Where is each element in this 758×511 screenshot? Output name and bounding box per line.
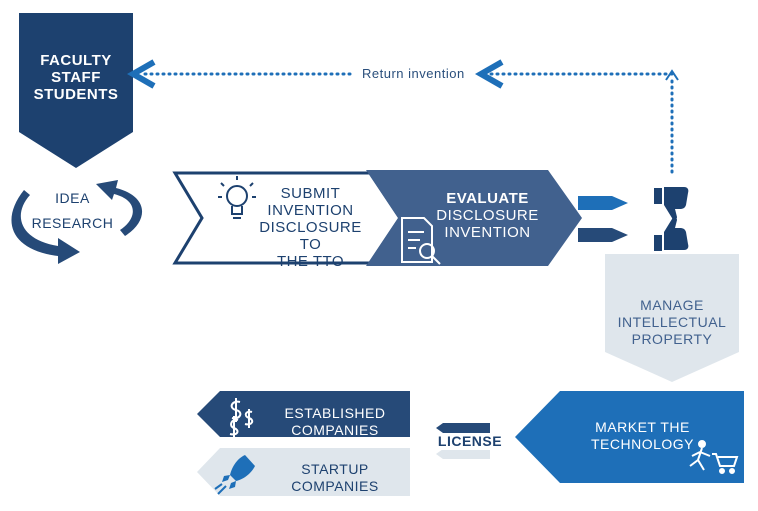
reject-arrow [578, 196, 628, 210]
manage-line-3: PROPERTY [631, 331, 713, 347]
market-label: MARKET THE TECHNOLOGY [575, 419, 710, 453]
evaluate-line-2: DISCLOSURE [436, 207, 539, 224]
manage-line-2: INTELLECTUAL [617, 314, 727, 330]
dollar-icon [229, 398, 254, 438]
return-path [142, 74, 674, 174]
return-arrow-up [665, 69, 679, 81]
manage-line-1: MANAGE [640, 297, 704, 313]
cycle-label: IDEA RESEARCH [25, 190, 120, 232]
startup-line-1: STARTUP [301, 461, 369, 477]
license-arrow-bottom [436, 449, 490, 459]
runner-cart-icon [689, 440, 739, 474]
established-shape [197, 391, 410, 437]
established-line-2: COMPANIES [291, 422, 379, 438]
license-arrow-top [436, 423, 490, 433]
market-shape [515, 391, 744, 483]
return-label: Return invention [358, 66, 469, 81]
established-label: ESTABLISHED COMPANIES [270, 405, 400, 439]
evaluate-label: EVALUATE DISCLOSURE INVENTION [425, 190, 550, 241]
people-line-2: STAFF [51, 69, 101, 86]
people-line-1: FACULTY [40, 52, 112, 69]
people-label: FACULTY STAFF STUDENTS [19, 52, 133, 103]
lightbulb-icon [218, 176, 256, 219]
people-banner [19, 13, 133, 168]
accept-arrow [578, 228, 628, 242]
evaluate-line-3: INVENTION [444, 224, 531, 241]
market-line-2: TECHNOLOGY [590, 436, 694, 452]
manage-chevron [605, 254, 739, 382]
submit-line-2: INVENTION [267, 202, 354, 219]
established-line-1: ESTABLISHED [284, 405, 386, 421]
manage-label: MANAGE INTELLECTUAL PROPERTY [605, 297, 739, 348]
submit-line-1: SUBMIT [280, 185, 341, 202]
startup-label: STARTUP COMPANIES [270, 461, 400, 495]
thumbs-down-icon [654, 187, 689, 220]
cycle-line-1: IDEA [55, 190, 90, 206]
document-search-icon [401, 217, 441, 265]
cycle-line-2: RESEARCH [31, 215, 114, 231]
startup-line-2: COMPANIES [291, 478, 379, 494]
people-line-3: STUDENTS [33, 86, 119, 103]
rocket-icon [214, 455, 255, 495]
evaluate-chevron [366, 170, 582, 266]
submit-line-4: THE TTO [276, 253, 345, 270]
thumbs-up-icon [654, 217, 689, 251]
cycle-arrows [11, 180, 143, 264]
submit-line-3: DISCLOSURE TO [259, 219, 362, 253]
license-label: LICENSE [430, 433, 510, 450]
startup-shape [197, 448, 410, 496]
submit-label: SUBMIT INVENTION DISCLOSURE TO THE TTO [248, 185, 373, 270]
market-line-1: MARKET THE [595, 419, 690, 435]
evaluate-line-1: EVALUATE [446, 190, 529, 207]
